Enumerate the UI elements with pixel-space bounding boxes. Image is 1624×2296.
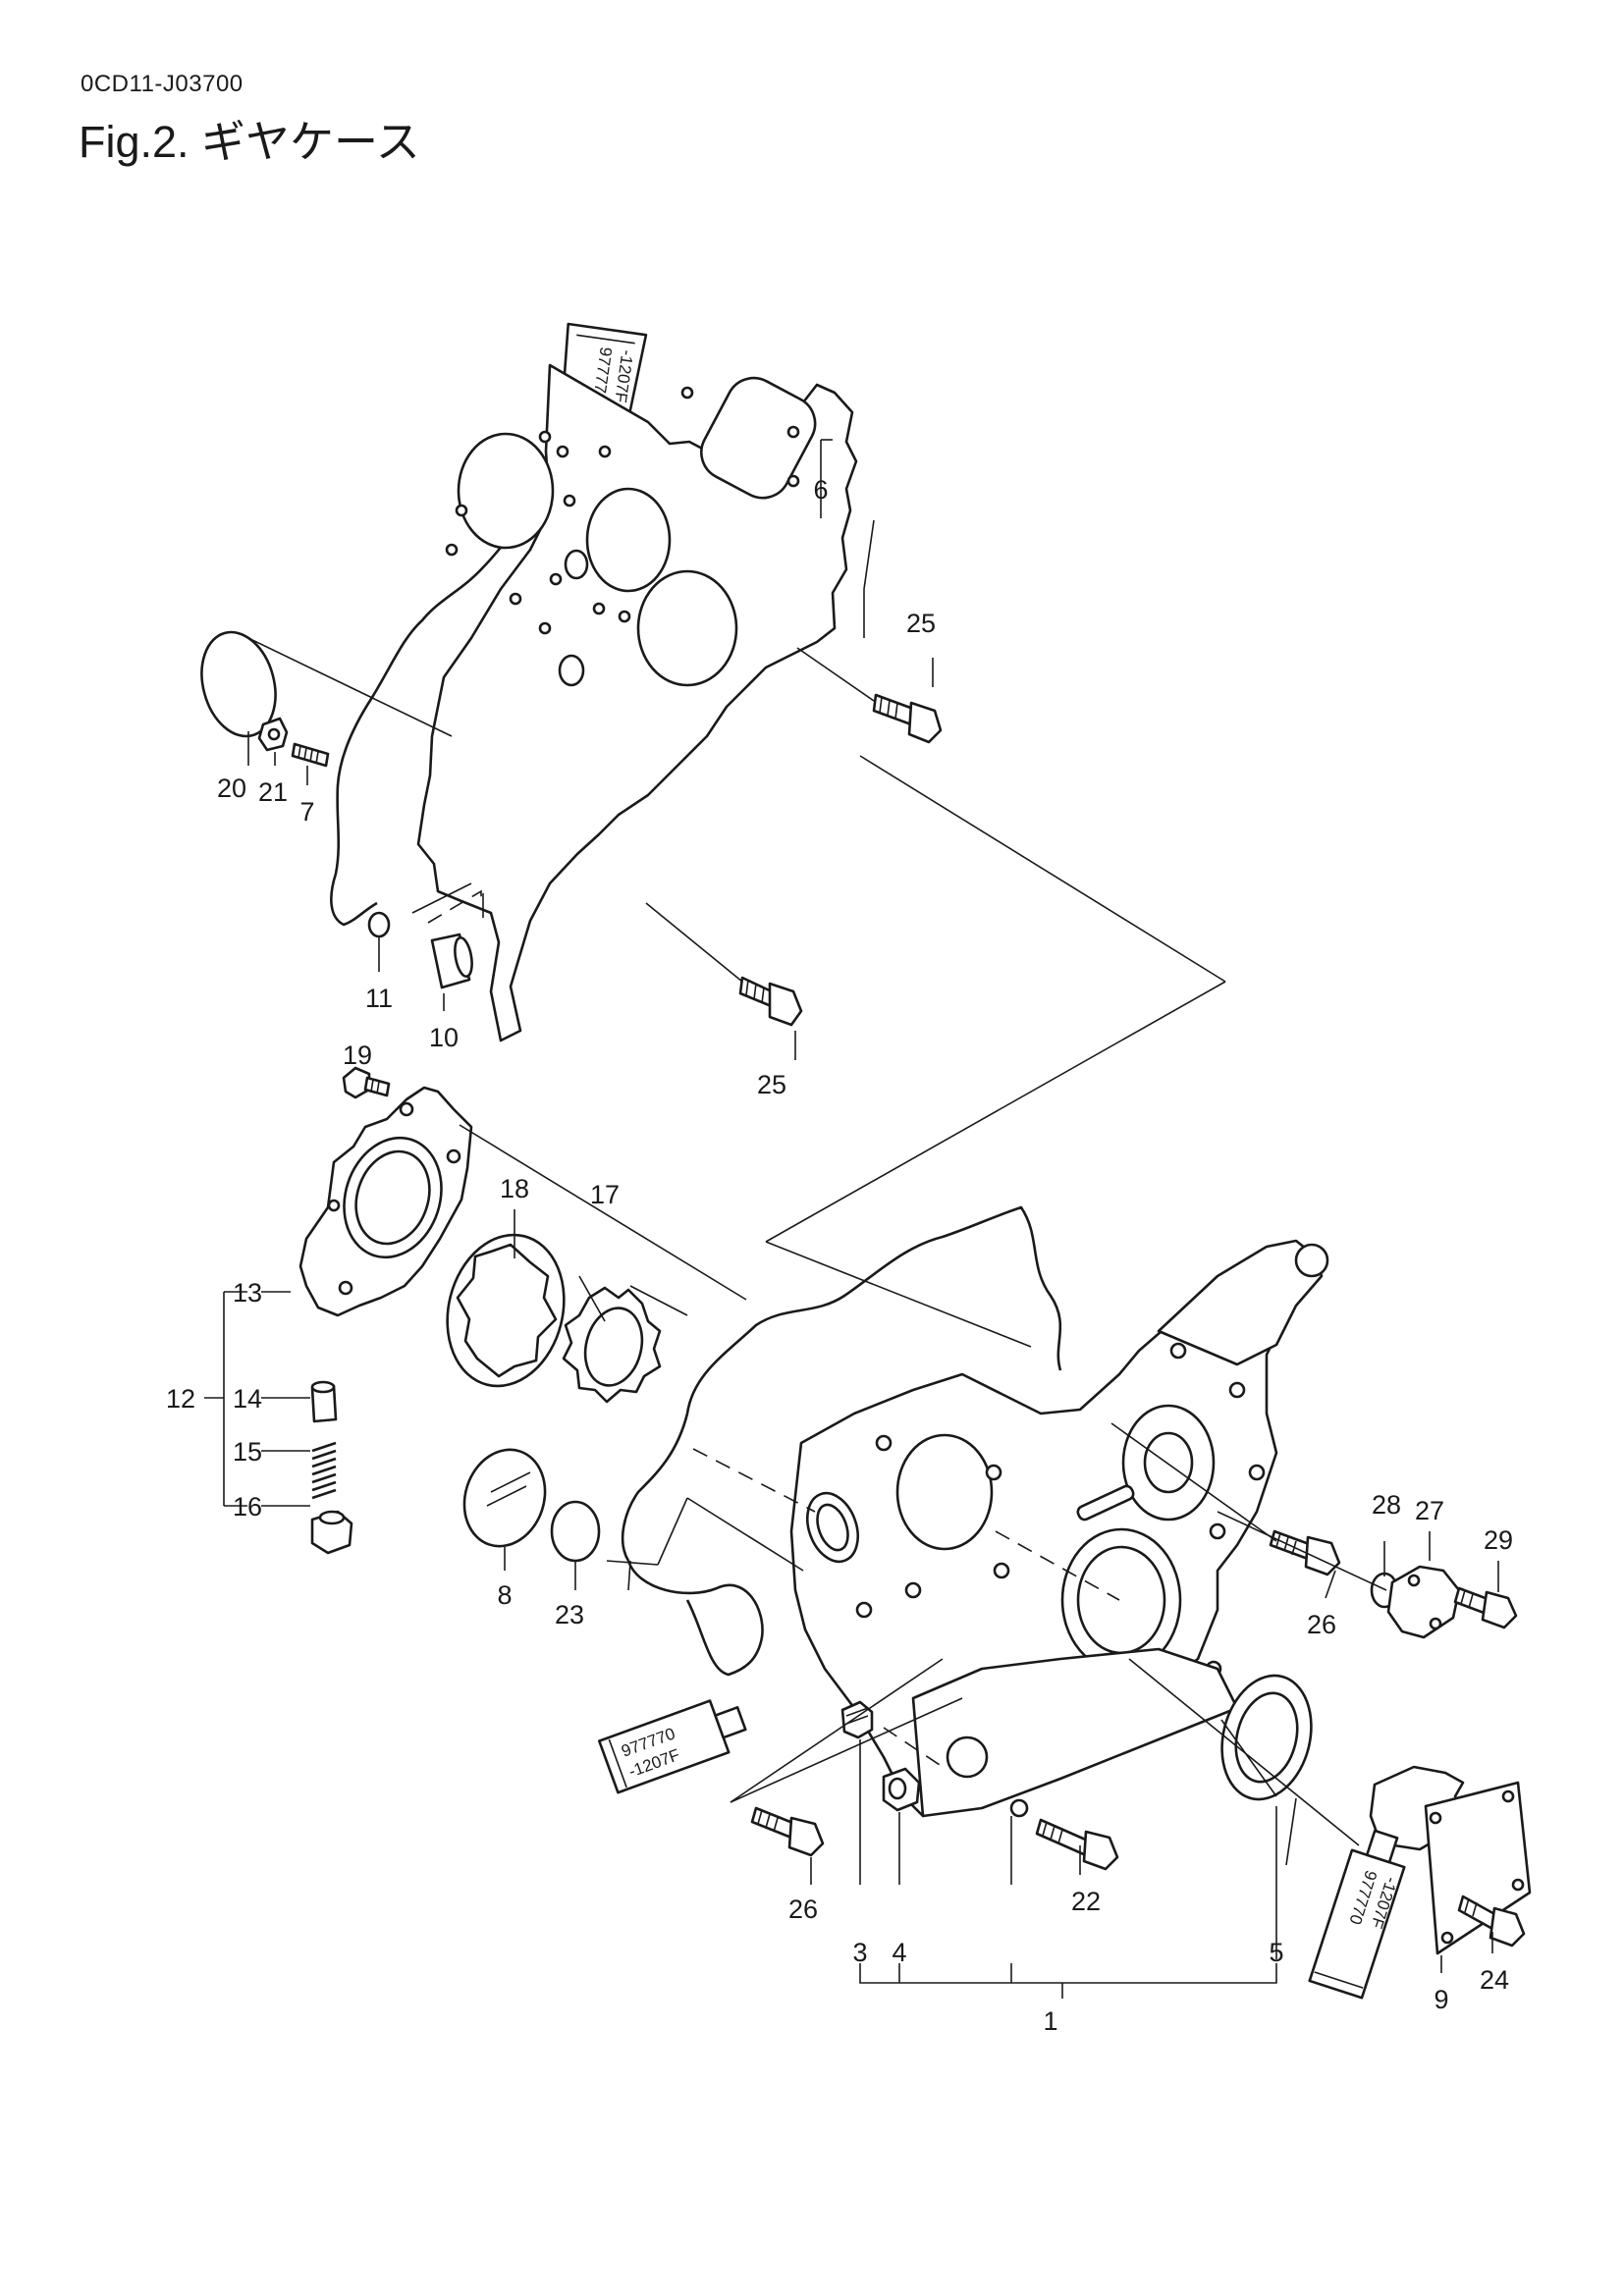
flange-hole	[1009, 1798, 1029, 1818]
callout-26-right: 26	[1307, 1610, 1336, 1639]
callout-labels: 1 3 4 5 6 7 8 9 10 11 12 13 14 15 16 17 …	[166, 475, 1513, 2036]
plate-seal-lower	[558, 654, 585, 687]
relief-valve-spring	[311, 1441, 337, 1500]
plate-bolt-holes	[445, 386, 800, 635]
callout-3: 3	[852, 1938, 867, 1967]
callout-17: 17	[590, 1180, 620, 1209]
case-bore-left	[895, 1433, 994, 1551]
dowel-pin	[430, 933, 473, 989]
callout-25-upper: 25	[906, 609, 936, 638]
callout-21: 21	[258, 777, 288, 807]
relief-valve-plunger	[310, 1380, 338, 1423]
nut-21	[257, 717, 289, 752]
dashed-guides-main	[692, 1448, 1120, 1768]
stud-bolt	[291, 742, 330, 768]
callout-24: 24	[1480, 1965, 1509, 1995]
callout-29: 29	[1484, 1525, 1513, 1555]
relief-valve-plug	[310, 1510, 353, 1555]
case-port-inner	[816, 1503, 849, 1552]
plug-3	[840, 1700, 874, 1739]
gear-case-plate	[416, 363, 858, 1042]
document-code: 0CD11-J03700	[81, 71, 244, 97]
callout-7: 7	[299, 797, 314, 827]
callout-26-lower: 26	[788, 1895, 818, 1924]
pump-hole-2	[446, 1148, 461, 1164]
callout-13: 13	[233, 1278, 262, 1308]
bolt-26-lower	[750, 1806, 825, 1857]
case-tab	[1076, 1484, 1135, 1522]
sealant-tube-bottom: 977770 -1207F	[1308, 1829, 1406, 2000]
callout-23: 23	[555, 1600, 584, 1629]
callout-4: 4	[892, 1938, 906, 1967]
callout-5: 5	[1269, 1938, 1283, 1967]
plate-bore-left	[457, 432, 555, 550]
oil-seal	[1220, 1674, 1313, 1801]
plate-window-top	[700, 376, 817, 500]
case-bore-right-inner	[1143, 1431, 1194, 1494]
callout-6: 6	[813, 475, 828, 505]
group-bracket-1	[859, 1963, 1277, 1999]
callout-1: 1	[1043, 2006, 1057, 2036]
cap-8	[462, 1448, 547, 1548]
callout-28: 28	[1372, 1490, 1401, 1520]
pump-hole-1	[399, 1101, 414, 1117]
callout-19: 19	[343, 1041, 372, 1070]
callout-18: 18	[500, 1174, 529, 1203]
bolt-22	[1035, 1818, 1119, 1871]
callout-16: 16	[233, 1492, 262, 1522]
callout-9: 9	[1434, 1985, 1448, 2014]
arm-mount-hole	[1294, 1243, 1329, 1278]
plug-4	[882, 1767, 921, 1812]
bolt-25-lower	[738, 976, 803, 1027]
plate-bore-middle	[585, 487, 672, 593]
bolt-19	[342, 1066, 391, 1099]
plate-seal-small	[564, 549, 589, 580]
o-ring-small	[367, 911, 391, 938]
outer-rotor	[446, 1233, 566, 1388]
callout-11: 11	[365, 984, 393, 1013]
pump-hole-4	[327, 1199, 341, 1212]
callout-14: 14	[233, 1384, 262, 1414]
callout-25-lower: 25	[757, 1070, 786, 1099]
pump-hole-3	[338, 1280, 353, 1296]
gear-case-body	[789, 1253, 1308, 1818]
case-crank-bore-inner	[1076, 1545, 1166, 1655]
o-ring-large	[200, 630, 277, 738]
callout-12: 12	[166, 1384, 195, 1414]
leader-lines-main	[459, 1124, 1499, 1973]
callout-8: 8	[497, 1580, 512, 1610]
bolt-29	[1453, 1586, 1518, 1629]
pump-body-inner	[354, 1149, 431, 1246]
dashed-guide-top	[427, 889, 482, 924]
cover-plate-9	[1424, 1781, 1532, 1955]
o-ring-23	[550, 1500, 601, 1563]
inner-rotor	[562, 1286, 662, 1404]
flange-boss	[946, 1735, 989, 1779]
callout-22: 22	[1071, 1887, 1101, 1916]
callout-15: 15	[233, 1437, 262, 1467]
callout-20: 20	[217, 774, 246, 803]
sealant-tube-middle: 977770 -1207F	[597, 1699, 747, 1794]
cover-plate-27	[1386, 1565, 1461, 1639]
plate-bore-right	[636, 569, 738, 687]
figure-title: Fig.2. ギヤケース	[79, 117, 420, 167]
bolt-25-upper	[872, 693, 943, 744]
liquid-gasket-case	[621, 1205, 1062, 1677]
bolt-24	[1457, 1895, 1526, 1948]
group-bracket-12	[204, 1291, 247, 1507]
callout-10: 10	[429, 1023, 459, 1052]
callout-27: 27	[1415, 1496, 1444, 1525]
leader-lines-top	[247, 439, 1226, 1348]
